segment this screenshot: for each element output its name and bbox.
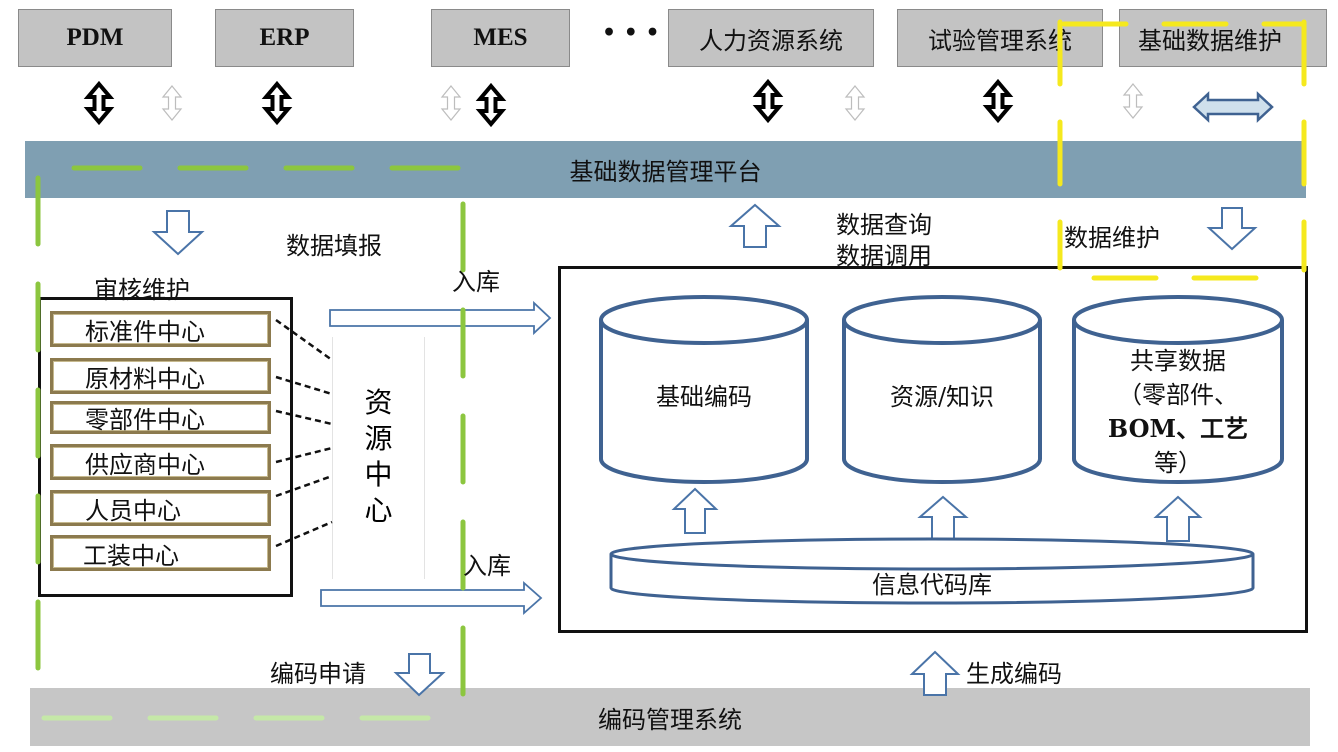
right-arrow-icon xyxy=(329,300,552,336)
center-connectors xyxy=(275,318,333,548)
center-label: 标准件中心 xyxy=(85,317,205,346)
db-shared-data-label: 共享数据 （零部件、 BOM、工艺 等） xyxy=(1074,344,1282,480)
double-arrow-icon xyxy=(1123,83,1143,119)
db-basic-code-label: 基础编码 xyxy=(656,383,752,411)
center-label: 零部件中心 xyxy=(85,406,205,434)
db-shared-line: 共享数据 xyxy=(1130,347,1226,375)
resource-center-box: 资 源 中 心 xyxy=(332,337,425,579)
center-standard-parts: 标准件中心 xyxy=(50,311,271,347)
db-info-code-lib-cylinder xyxy=(609,537,1255,605)
up-arrow-icon xyxy=(671,487,719,534)
double-arrow-icon xyxy=(264,82,290,124)
label-data-maintain: 数据维护 xyxy=(1064,224,1160,252)
down-arrow-icon xyxy=(393,653,446,697)
label-store-top: 入库 xyxy=(452,268,500,296)
down-arrow-icon xyxy=(1206,207,1258,251)
system-test-management: 试验管理系统 xyxy=(897,9,1103,67)
center-suppliers: 供应商中心 xyxy=(50,444,271,480)
horizontal-double-arrow-icon xyxy=(1192,91,1274,123)
double-arrow-icon xyxy=(86,82,112,124)
ellipsis: • • • xyxy=(602,20,660,46)
up-arrow-icon xyxy=(909,650,961,696)
label-generate-code: 生成编码 xyxy=(966,660,1062,688)
system-erp: ERP xyxy=(215,9,354,67)
system-hr: 人力资源系统 xyxy=(668,9,874,67)
double-arrow-icon xyxy=(162,85,182,121)
resource-center-char: 中 xyxy=(364,458,393,491)
center-label: 供应商中心 xyxy=(85,450,205,479)
system-basic-data-maintenance: 基础数据维护 xyxy=(1119,9,1327,67)
up-arrow-icon xyxy=(1153,495,1203,542)
center-raw-materials: 原材料中心 xyxy=(50,358,271,394)
double-arrow-icon xyxy=(441,85,461,121)
center-parts: 零部件中心 xyxy=(50,401,271,434)
resource-center-char: 源 xyxy=(364,422,393,455)
label-data-fill: 数据填报 xyxy=(286,232,382,260)
db-info-code-lib-label: 信息代码库 xyxy=(872,571,992,599)
yellow-dashed-highlight xyxy=(1057,19,1307,281)
center-personnel: 人员中心 xyxy=(50,490,271,526)
coding-system-band: 编码管理系统 xyxy=(30,688,1310,746)
system-pdm: PDM xyxy=(18,9,172,67)
label-data-query: 数据查询 xyxy=(836,211,932,239)
up-arrow-icon xyxy=(728,203,782,248)
center-label: 人员中心 xyxy=(85,496,181,525)
double-arrow-icon xyxy=(985,80,1011,122)
db-resource-knowledge-label: 资源/知识 xyxy=(889,383,995,411)
center-label: 工装中心 xyxy=(83,541,179,570)
system-mes: MES xyxy=(431,9,570,67)
resource-center-char: 资 xyxy=(364,386,393,419)
label-audit-maintain: 审核维护 xyxy=(94,276,190,304)
label-data-call: 数据调用 xyxy=(836,242,932,270)
down-arrow-icon xyxy=(151,210,205,256)
center-tooling: 工装中心 xyxy=(50,535,271,571)
db-basic-code-cylinder xyxy=(599,295,809,484)
resource-center-char: 心 xyxy=(364,494,393,527)
center-label: 原材料中心 xyxy=(85,364,205,393)
double-arrow-icon xyxy=(845,85,865,121)
green-dashed-boundary xyxy=(35,165,468,721)
db-resource-knowledge-cylinder xyxy=(842,295,1042,484)
platform-label: 基础数据管理平台 xyxy=(569,158,762,186)
db-shared-line: （零部件、 xyxy=(1118,381,1238,409)
db-shared-line: BOM、工艺 xyxy=(1107,414,1249,443)
db-shared-data-cylinder xyxy=(1072,295,1284,484)
double-arrow-icon xyxy=(755,80,781,122)
coding-system-label: 编码管理系统 xyxy=(598,705,742,734)
double-arrow-icon xyxy=(478,84,504,126)
right-arrow-icon xyxy=(320,581,543,615)
label-code-apply: 编码申请 xyxy=(270,660,366,688)
label-store-bottom: 入库 xyxy=(463,552,511,580)
db-shared-line: 等） xyxy=(1154,449,1202,477)
